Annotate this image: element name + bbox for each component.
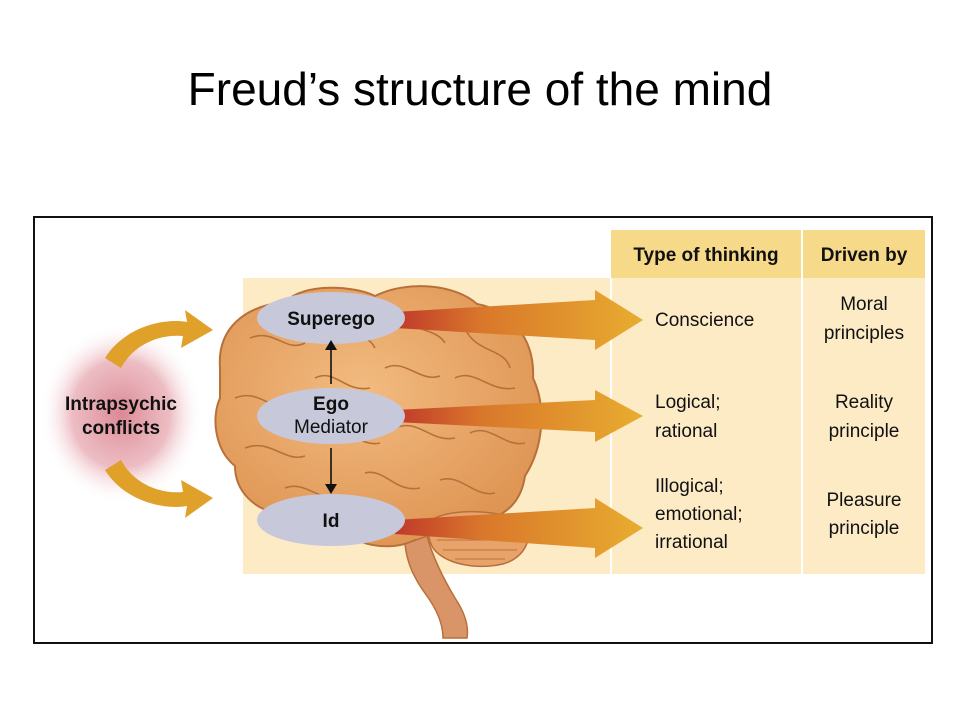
conflict-label-line1: Intrapsychic	[65, 394, 177, 415]
header-type-of-thinking: Type of thinking	[633, 245, 778, 266]
arrowhead-down-icon	[325, 484, 337, 494]
driven-ego-line1: Reality	[835, 392, 894, 413]
thinking-ego-line1: Logical;	[655, 392, 721, 413]
driven-ego-line2: principle	[829, 421, 900, 442]
diagram-frame: Superego Ego Mediator Id Intrapsychic co…	[33, 216, 933, 644]
arrowhead-up-icon	[325, 340, 337, 350]
driven-id-line1: Pleasure	[827, 490, 902, 511]
superego-label: Superego	[287, 309, 375, 330]
thinking-superego: Conscience	[655, 310, 754, 331]
superego-arrow	[395, 290, 643, 350]
header-cell-thinking	[611, 230, 801, 278]
ego-arrow	[395, 390, 643, 442]
driven-superego-line1: Moral	[840, 294, 888, 315]
conflict-arrow-up	[105, 310, 213, 368]
ego-label: Ego	[313, 394, 349, 415]
id-label: Id	[323, 511, 340, 532]
driven-id-line2: principle	[829, 518, 900, 539]
thinking-id-line3: irrational	[655, 532, 728, 553]
id-arrow	[395, 498, 643, 558]
brain-illustration	[214, 285, 543, 639]
ego-role-label: Mediator	[294, 417, 369, 438]
conflict-glow	[39, 324, 203, 504]
conflict-arrow-down	[105, 460, 213, 518]
id-node	[257, 494, 405, 546]
superego-node	[257, 292, 405, 344]
thinking-ego-line2: rational	[655, 421, 717, 442]
ego-node	[257, 388, 405, 444]
slide-title: Freud’s structure of the mind	[187, 63, 773, 115]
driven-superego-line2: principles	[824, 323, 904, 344]
header-cell-driven	[803, 230, 925, 278]
thinking-id-line1: Illogical;	[655, 476, 724, 497]
conflict-label-line2: conflicts	[82, 418, 160, 439]
mind-structure-diagram: Superego Ego Mediator Id Intrapsychic co…	[39, 230, 925, 639]
header-driven-by: Driven by	[821, 245, 908, 266]
thinking-id-line2: emotional;	[655, 504, 743, 525]
